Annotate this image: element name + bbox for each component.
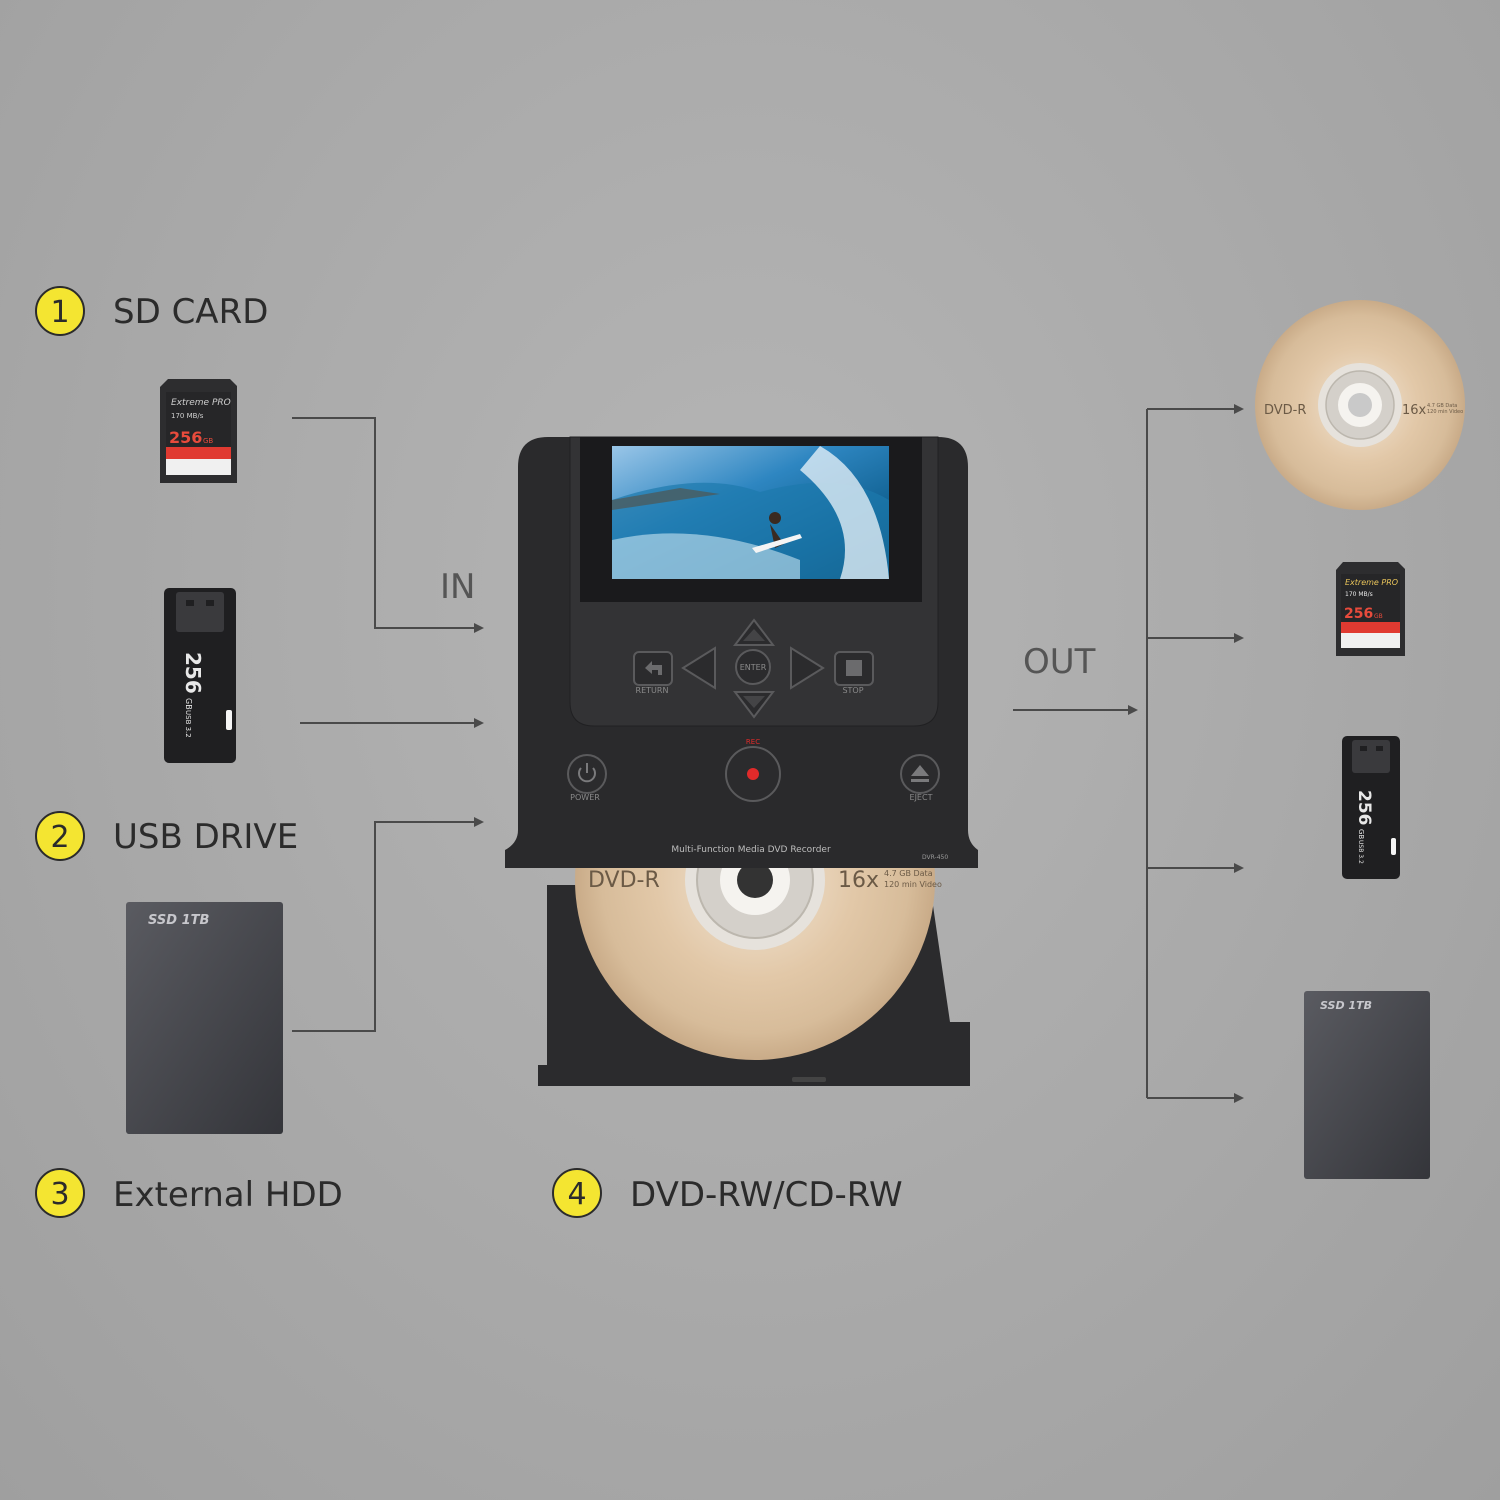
svg-text:16x: 16x xyxy=(1402,403,1427,418)
power-button[interactable]: POWER xyxy=(567,754,607,802)
down-button[interactable] xyxy=(732,691,776,719)
label-sd-card: 1 SD CARD xyxy=(35,286,268,336)
stop-square-icon xyxy=(846,660,862,676)
source-label-dvd-rw: DVD-RW/CD-RW xyxy=(630,1175,903,1215)
badge-number: 2 xyxy=(50,820,69,855)
svg-text:256: 256 xyxy=(1354,790,1374,826)
svg-text:GB: GB xyxy=(1374,613,1383,620)
svg-text:ENTER: ENTER xyxy=(740,663,767,672)
dvd-recorder-device: DVD-R 16x 4.7 GB Data 120 min Video Mult… xyxy=(505,436,978,1086)
svg-text:16x: 16x xyxy=(838,868,879,893)
svg-text:170 MB/s: 170 MB/s xyxy=(171,412,204,420)
svg-text:120 min Video: 120 min Video xyxy=(1427,409,1463,415)
badge-number: 3 xyxy=(50,1177,69,1212)
svg-text:256: 256 xyxy=(1344,606,1373,622)
svg-text:170 MB/s: 170 MB/s xyxy=(1345,591,1373,598)
svg-text:SSD 1TB: SSD 1TB xyxy=(148,913,209,928)
badge-number: 4 xyxy=(567,1177,586,1212)
source-label-external-hdd: External HDD xyxy=(113,1175,343,1215)
return-button[interactable]: RETURN xyxy=(633,651,673,695)
device-model-name: Multi-Function Media DVD Recorder xyxy=(671,845,831,855)
power-icon xyxy=(578,767,596,783)
output-connectors xyxy=(1013,404,1244,1103)
svg-text:USB 3.2: USB 3.2 xyxy=(1357,840,1364,864)
svg-text:4.7 GB Data: 4.7 GB Data xyxy=(884,869,933,878)
device-model-number: DVR-450 xyxy=(922,854,948,861)
in-label: IN xyxy=(440,567,475,607)
eject-button[interactable]: EJECT xyxy=(900,754,940,802)
up-button[interactable] xyxy=(732,618,776,646)
svg-text:Extreme PRO: Extreme PRO xyxy=(171,398,231,408)
svg-text:256: 256 xyxy=(169,428,202,447)
svg-text:GB: GB xyxy=(184,698,193,710)
stop-button[interactable]: STOP xyxy=(834,651,874,695)
svg-text:GB: GB xyxy=(1357,829,1365,839)
svg-text:Extreme PRO: Extreme PRO xyxy=(1345,578,1398,587)
out-label: OUT xyxy=(1023,642,1096,682)
svg-text:4.7 GB Data: 4.7 GB Data xyxy=(1427,403,1457,409)
label-dvd-rw: 4 DVD-RW/CD-RW xyxy=(552,1168,903,1218)
label-usb-drive: 2 USB DRIVE xyxy=(35,811,298,861)
external-ssd-output: SSD 1TB xyxy=(1304,991,1430,1179)
source-label-sd-card: SD CARD xyxy=(113,292,268,332)
sd-card-output: Extreme PRO 170 MB/s 256 GB xyxy=(1336,562,1405,656)
svg-text:POWER: POWER xyxy=(570,793,600,802)
svg-text:120 min Video: 120 min Video xyxy=(884,880,942,889)
svg-text:GB: GB xyxy=(203,437,213,445)
source-label-usb-drive: USB DRIVE xyxy=(113,817,298,857)
badge-number: 1 xyxy=(50,295,69,330)
svg-text:USB 3.2: USB 3.2 xyxy=(184,710,192,738)
enter-button[interactable]: ENTER xyxy=(735,649,771,685)
svg-text:DVD-R: DVD-R xyxy=(588,868,660,893)
eject-icon xyxy=(911,765,929,776)
svg-text:DVD-R: DVD-R xyxy=(1264,403,1306,418)
usb-drive-output: 256 GB USB 3.2 xyxy=(1342,736,1400,879)
input-connectors xyxy=(292,417,484,1032)
svg-text:EJECT: EJECT xyxy=(910,793,933,802)
label-external-hdd: 3 External HDD xyxy=(35,1168,343,1218)
usb-drive-input: 256 GB USB 3.2 xyxy=(164,588,236,763)
right-button[interactable] xyxy=(790,646,825,690)
svg-text:STOP: STOP xyxy=(842,686,863,695)
sd-card-input: Extreme PRO 170 MB/s 256 GB xyxy=(160,379,237,483)
record-dot-icon xyxy=(747,768,759,780)
dvd-disc-output: DVD-R 16x 4.7 GB Data 120 min Video xyxy=(1255,300,1465,510)
external-ssd-input: SSD 1TB xyxy=(126,902,283,1134)
display-screen xyxy=(612,446,889,579)
svg-text:REC: REC xyxy=(746,738,760,746)
left-button[interactable] xyxy=(681,646,716,690)
return-arrow-icon xyxy=(645,661,662,675)
svg-text:256: 256 xyxy=(181,652,205,694)
svg-text:RETURN: RETURN xyxy=(636,686,669,695)
record-button[interactable]: REC xyxy=(725,738,781,802)
svg-text:SSD 1TB: SSD 1TB xyxy=(1320,999,1372,1012)
